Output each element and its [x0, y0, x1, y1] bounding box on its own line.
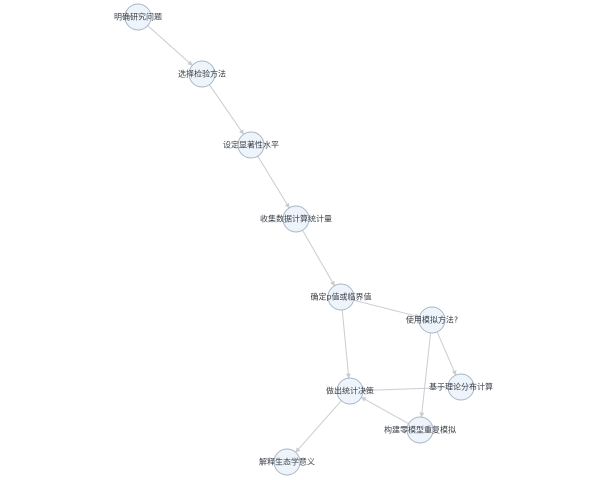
nodes-layer: 明确研究问题选择检验方法设定显著性水平收集数据计算统计量确定p值或临界值使用模拟… [114, 3, 493, 476]
edge-n5-n9 [341, 309, 351, 379]
node-label: 使用模拟方法? [406, 315, 458, 325]
edge-n7-n9 [362, 386, 449, 393]
node-circle[interactable] [237, 131, 265, 159]
node-label: 设定显著性水平 [223, 140, 279, 150]
node-label: 明确研究问题 [114, 12, 162, 22]
node-circle[interactable] [124, 3, 152, 31]
node-label: 基于理论分布计算 [429, 382, 493, 392]
node-n7[interactable]: 基于理论分布计算 [429, 373, 493, 401]
edge-n6-n8 [419, 332, 432, 418]
edge-n4-n5 [302, 230, 335, 287]
edge-n9-n10 [295, 400, 342, 453]
node-n5[interactable]: 确定p值或临界值 [310, 283, 372, 311]
node-label: 确定p值或临界值 [310, 292, 371, 302]
node-n8[interactable]: 构建零模型重复模拟 [384, 416, 456, 444]
node-n6[interactable]: 使用模拟方法? [406, 306, 458, 334]
node-label: 选择检验方法 [178, 69, 226, 79]
node-n3[interactable]: 设定显著性水平 [223, 131, 279, 159]
node-circle[interactable] [273, 448, 301, 476]
node-n4[interactable]: 收集数据计算统计量 [260, 205, 332, 233]
node-label: 构建零模型重复模拟 [384, 425, 456, 435]
node-n1[interactable]: 明确研究问题 [114, 3, 162, 31]
node-n10[interactable]: 解释生态学意义 [259, 448, 315, 476]
edge-n3-n4 [257, 155, 290, 209]
node-label: 做出统计决策 [326, 386, 374, 396]
edge-n5-n6 [353, 299, 420, 319]
edges-layer [147, 25, 457, 453]
node-circle[interactable] [406, 416, 434, 444]
edge-n6-n7 [436, 331, 457, 376]
node-circle[interactable] [188, 60, 216, 88]
edge-n8-n9 [360, 396, 409, 425]
node-circle[interactable] [447, 373, 475, 401]
edge-n1-n2 [147, 25, 193, 66]
node-n9[interactable]: 做出统计决策 [326, 377, 374, 405]
node-circle[interactable] [418, 306, 446, 334]
node-circle[interactable] [327, 283, 355, 311]
edge-n2-n3 [208, 84, 245, 135]
node-circle[interactable] [336, 377, 364, 405]
node-label: 收集数据计算统计量 [260, 214, 332, 224]
node-label: 解释生态学意义 [259, 457, 315, 467]
node-circle[interactable] [282, 205, 310, 233]
node-n2[interactable]: 选择检验方法 [178, 60, 226, 88]
